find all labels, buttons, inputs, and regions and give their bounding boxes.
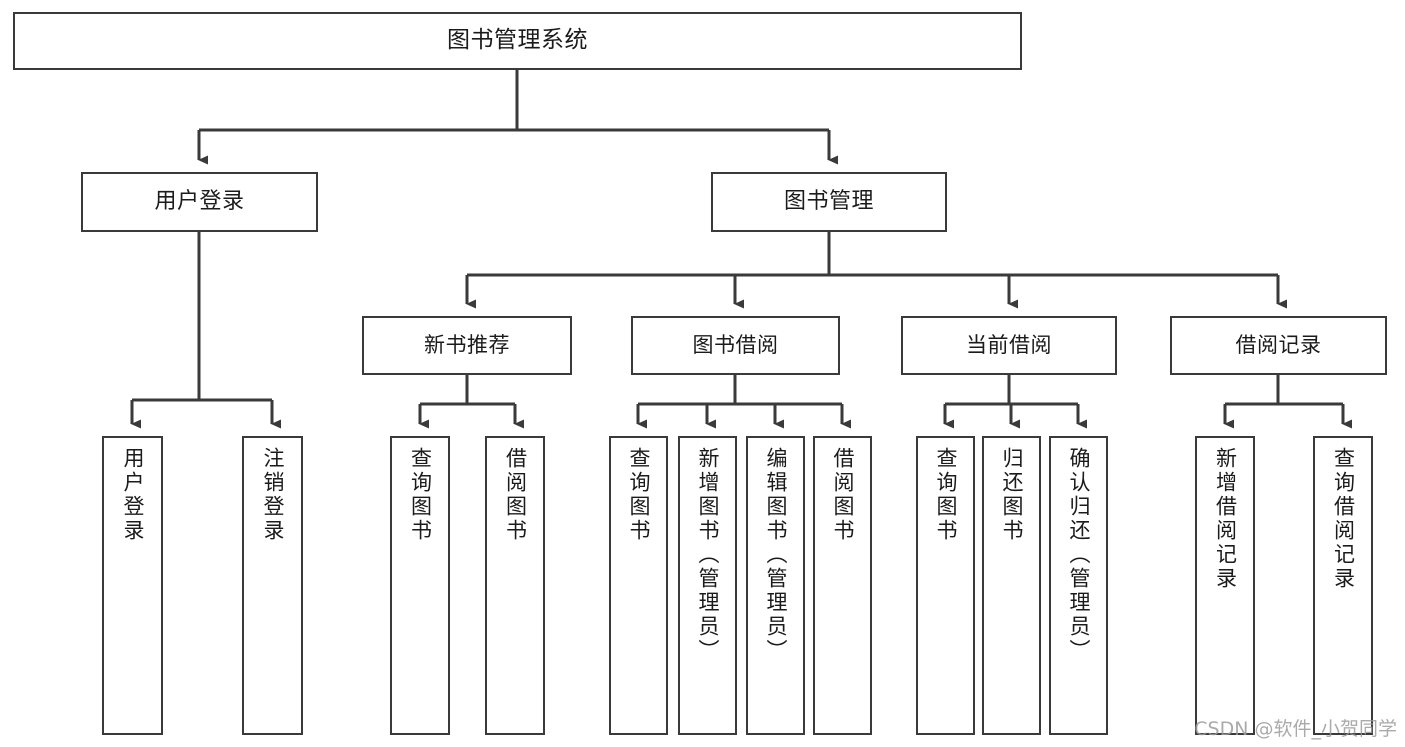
node-label: 当前借阅 xyxy=(966,332,1052,357)
node-current-borrow[interactable]: 当前借阅 xyxy=(901,316,1117,375)
leaf-user-login[interactable]: 用户登录 xyxy=(102,436,163,735)
node-root-system[interactable]: 图书管理系统 xyxy=(13,12,1022,70)
node-label: 查询图书 xyxy=(934,447,958,543)
leaf-borrow-book-recommend[interactable]: 借阅图书 xyxy=(485,436,545,735)
leaf-return-book[interactable]: 归还图书 xyxy=(982,436,1041,735)
node-book-borrow[interactable]: 图书借阅 xyxy=(631,316,840,375)
node-label: 查询借阅记录 xyxy=(1331,447,1356,591)
leaf-query-book-borrow[interactable]: 查询图书 xyxy=(609,436,668,735)
node-label: 用户登录 xyxy=(154,188,245,214)
node-label: 归还图书 xyxy=(1000,447,1024,543)
leaf-add-borrow-record[interactable]: 新增借阅记录 xyxy=(1195,436,1255,735)
node-label: 图书管理系统 xyxy=(447,27,588,54)
node-label: 注销登录 xyxy=(261,447,285,543)
node-label: 用户登录 xyxy=(121,447,145,543)
node-label: 图书借阅 xyxy=(692,332,779,357)
node-label: 借阅记录 xyxy=(1235,332,1322,357)
leaf-confirm-return-admin[interactable]: 确认归还（管理员） xyxy=(1049,436,1108,735)
leaf-query-book-recommend[interactable]: 查询图书 xyxy=(390,436,450,735)
node-borrow-record[interactable]: 借阅记录 xyxy=(1170,316,1387,375)
node-label: 确认归还（管理员） xyxy=(1067,447,1091,663)
node-user-login[interactable]: 用户登录 xyxy=(81,172,318,232)
leaf-borrow-book[interactable]: 借阅图书 xyxy=(813,436,872,735)
node-book-management[interactable]: 图书管理 xyxy=(711,172,947,232)
node-label: 新书推荐 xyxy=(424,332,510,357)
node-label: 借阅图书 xyxy=(503,447,528,543)
node-label: 借阅图书 xyxy=(831,447,855,543)
node-label: 图书管理 xyxy=(783,188,874,214)
leaf-logout[interactable]: 注销登录 xyxy=(242,436,303,735)
node-new-book-recommend[interactable]: 新书推荐 xyxy=(362,316,572,375)
leaf-query-borrow-record[interactable]: 查询借阅记录 xyxy=(1313,436,1373,735)
node-label: 查询图书 xyxy=(408,447,433,543)
leaf-edit-book-admin[interactable]: 编辑图书（管理员） xyxy=(746,436,805,735)
leaf-add-book-admin[interactable]: 新增图书（管理员） xyxy=(678,436,737,735)
node-label: 新增借阅记录 xyxy=(1213,447,1238,591)
node-label: 查询图书 xyxy=(627,447,651,543)
node-label: 新增图书（管理员） xyxy=(696,447,720,663)
node-label: 编辑图书（管理员） xyxy=(764,447,788,663)
leaf-query-book-current[interactable]: 查询图书 xyxy=(916,436,975,735)
